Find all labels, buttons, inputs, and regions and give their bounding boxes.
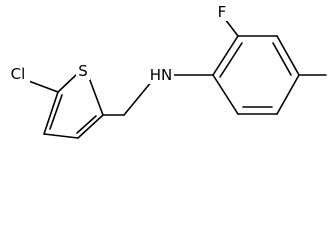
atom-f: F (215, 3, 229, 21)
bond-c3-c4 (43, 133, 79, 139)
atom-s: S (76, 62, 90, 80)
atom-label-nh: HN (150, 66, 173, 84)
bond-c4-c5 (276, 74, 300, 115)
bond-c2-c3-inner (76, 115, 97, 134)
atom-cl: Cl (6, 65, 30, 83)
bond-c5-cl (25, 79, 59, 93)
bond-c4-c5-inner (49, 94, 63, 130)
bond-c2-f (224, 18, 239, 37)
bond-c2-c3 (77, 114, 104, 139)
atom-nh: HN (148, 66, 174, 84)
bond-c1-c2-inner (219, 42, 243, 78)
atom-label-s: S (78, 62, 88, 80)
atom-label-cl: Cl (11, 65, 26, 83)
bond-c3-c4 (276, 35, 300, 76)
bond-c5-s (57, 74, 77, 93)
bond-c6-c1 (212, 74, 239, 115)
structure-diagram: Cl S HN F (6, 3, 327, 139)
bond-c4-c5 (43, 91, 59, 135)
atom-label-f: F (218, 3, 227, 21)
bond-s-c2 (87, 74, 104, 116)
bond-c1-c2 (212, 35, 239, 76)
thiophene-ring (43, 74, 104, 139)
benzene-ring (212, 35, 300, 115)
bond-ch2-n (123, 80, 153, 116)
bond-c3-c4-inner (272, 42, 292, 76)
